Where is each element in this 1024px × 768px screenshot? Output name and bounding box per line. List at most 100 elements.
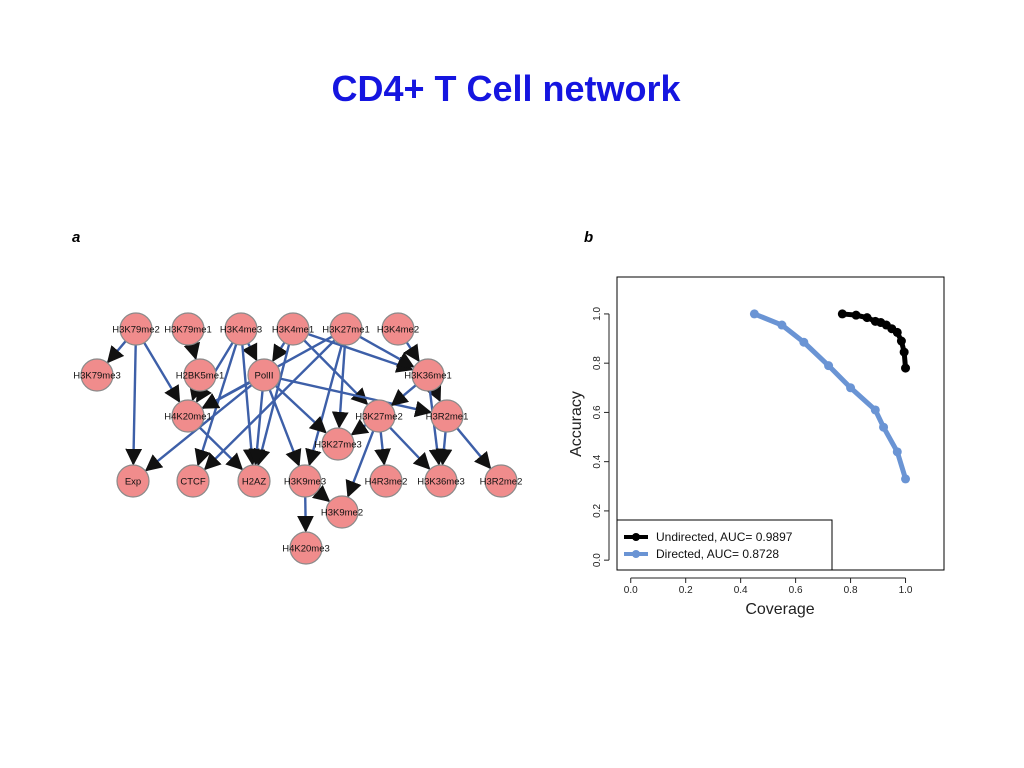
edge-H3K27me2-H3K36me3 (389, 426, 431, 470)
x-axis: 0.0 0.2 0.4 0.6 0.8 1.0 (624, 577, 913, 596)
edge-H3K9me3-H4K20me3 (297, 496, 314, 533)
edge-H3K27me2-H3K9me2 (345, 430, 375, 498)
data-point (799, 337, 809, 347)
data-point (896, 336, 906, 346)
node-circle (329, 312, 363, 346)
node-label: H3K79me3 (73, 371, 121, 382)
node-H3K27me2: H3K27me2 (355, 399, 403, 433)
edge-H3K27me1-H3K27me3 (331, 344, 349, 429)
edge-H3R2me1-H3K36me3 (435, 431, 453, 466)
node-label: H4R3me2 (365, 477, 408, 488)
node-label: H3K79me2 (112, 325, 160, 336)
node-circle (276, 312, 310, 346)
node-circle (289, 531, 323, 565)
y-axis-title: Accuracy (568, 391, 585, 457)
node-circle (171, 399, 205, 433)
node-circle (119, 312, 153, 346)
edge-H3K4me1-H3K27me2 (303, 339, 369, 406)
node-circle (80, 358, 114, 392)
node-circle (369, 464, 403, 498)
edge-H3K79me2-H3K79me3 (106, 340, 127, 364)
node-H4K20me1: H4K20me1 (164, 399, 212, 433)
node-label: H4K20me1 (164, 412, 212, 423)
node-label: H3K4me2 (377, 325, 419, 336)
edge-PolII-H3K27me3 (274, 385, 327, 434)
edge-PolII-H4K20me1 (201, 381, 251, 409)
node-label: H3K79me1 (164, 325, 212, 336)
node-H2BK5me1: H2BK5me1 (176, 358, 225, 392)
data-point (862, 313, 872, 323)
node-label: H4K20me3 (282, 544, 330, 555)
edge-H3K27me2-H4R3me2 (374, 431, 391, 466)
node-H3K27me1: H3K27me1 (322, 312, 370, 346)
node-circle (325, 495, 359, 529)
x-axis-title: Coverage (745, 601, 814, 618)
data-point (837, 309, 847, 319)
y-tick-label: 0.6 (592, 405, 603, 419)
edge-H3K27me1-CTCF (203, 339, 336, 471)
x-tick-label: 0.8 (844, 585, 858, 596)
edge-H3K27me1-H3K9me3 (305, 344, 343, 467)
node-circle (288, 464, 322, 498)
slide-title: CD4+ T Cell network (331, 68, 681, 109)
x-tick-label: 0.0 (624, 585, 638, 596)
node-label: H3K27me3 (314, 440, 362, 451)
node-label: H2BK5me1 (176, 371, 225, 382)
edge-H3K27me2-H3K27me3 (350, 418, 370, 436)
node-H3K36me3: H3K36me3 (417, 464, 465, 498)
node-H3K4me3: H3K4me3 (220, 312, 262, 346)
series-directed (749, 309, 911, 484)
node-circle (171, 312, 205, 346)
series-undirected (837, 309, 911, 373)
series-line (751, 311, 909, 482)
node-H3K9me2: H3K9me2 (321, 495, 363, 529)
y-tick-label: 0.8 (592, 356, 603, 370)
edge-H3K4me3-H2AZ (241, 344, 260, 466)
edge-H3K79me1-H2BK5me1 (183, 341, 201, 361)
edge-H3K4me3-PolII (242, 342, 258, 362)
node-H3K4me2: H3K4me2 (377, 312, 419, 346)
x-tick-label: 0.6 (789, 585, 803, 596)
node-label: H3K27me2 (355, 412, 403, 423)
edge-H3K4me1-PolII (272, 341, 289, 363)
edge-PolII-H3R2me1 (279, 377, 433, 418)
node-circle (116, 464, 150, 498)
data-point (824, 361, 834, 371)
panel-b-label: b (584, 229, 594, 246)
edge-H3K79me2-H4K20me1 (143, 342, 181, 403)
data-point (901, 474, 911, 484)
node-label: H3R2me1 (426, 412, 469, 423)
x-tick-label: 0.2 (679, 585, 693, 596)
y-tick-label: 0.2 (592, 504, 603, 518)
network-edges (106, 333, 492, 533)
edge-H3K36me1-H3K27me2 (390, 384, 417, 407)
node-CTCF: CTCF (176, 464, 210, 498)
node-H3K79me2: H3K79me2 (112, 312, 160, 346)
y-axis: 0.00.20.40.60.81.0 (592, 307, 610, 567)
node-H3K79me3: H3K79me3 (73, 358, 121, 392)
node-circle (424, 464, 458, 498)
legend-marker-directed (632, 550, 640, 558)
data-point (846, 383, 856, 393)
node-H4K20me3: H4K20me3 (282, 531, 330, 565)
node-label: H3K9me2 (321, 508, 363, 519)
node-label: H3K27me1 (322, 325, 370, 336)
edge-H3K36me1-H3R2me1 (425, 383, 442, 403)
node-Exp: Exp (116, 464, 150, 498)
node-circle (176, 464, 210, 498)
edge-PolII-H3K9me3 (268, 389, 302, 467)
node-H3K27me3: H3K27me3 (314, 427, 362, 461)
node-label: H3K4me3 (220, 325, 262, 336)
node-label: H3K36me1 (404, 371, 452, 382)
node-label: H2AZ (242, 477, 266, 488)
edge-H3K79me2-Exp (125, 344, 143, 466)
node-circle (411, 358, 445, 392)
node-label: H3K9me3 (284, 477, 326, 488)
edge-H4K20me1-H2AZ (198, 426, 244, 471)
x-tick-label: 1.0 (899, 585, 913, 596)
data-point (899, 347, 909, 357)
legend: Undirected, AUC= 0.9897 Directed, AUC= 0… (616, 519, 833, 571)
x-tick-label: 0.4 (734, 585, 748, 596)
